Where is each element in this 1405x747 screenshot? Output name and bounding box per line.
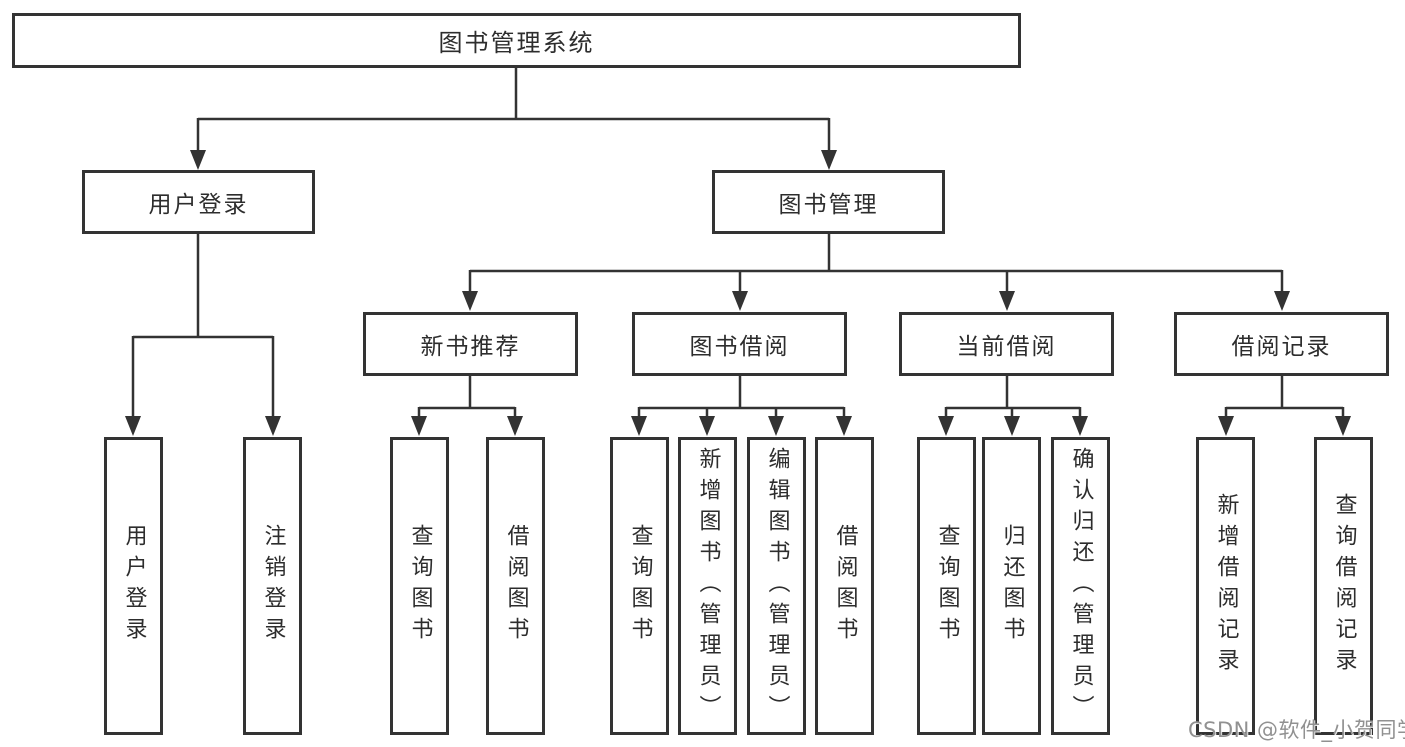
leaf-newbooks-borrow-books: 借阅图书 bbox=[486, 437, 545, 735]
leaf-borrowing-edit-books-admin: 编辑图书（管理员） bbox=[747, 437, 806, 735]
node-new-book-recommendation: 新书推荐 bbox=[363, 312, 578, 376]
node-label: 查询图书 bbox=[407, 524, 433, 648]
node-label: 用户登录 bbox=[148, 192, 249, 218]
leaf-records-query-record: 查询借阅记录 bbox=[1314, 437, 1373, 735]
leaf-current-confirm-return-admin: 确认归还（管理员） bbox=[1051, 437, 1110, 735]
leaf-newbooks-query-books: 查询图书 bbox=[390, 437, 449, 735]
node-label: 编辑图书（管理员） bbox=[764, 446, 790, 726]
node-label: 新书推荐 bbox=[420, 334, 521, 360]
node-label: 图书管理系统 bbox=[438, 29, 595, 57]
node-label: 用户登录 bbox=[121, 524, 147, 648]
node-label: 借阅图书 bbox=[832, 524, 858, 648]
node-label: 借阅记录 bbox=[1231, 334, 1332, 360]
node-label: 新增图书（管理员） bbox=[695, 446, 721, 726]
node-user-login: 用户登录 bbox=[82, 170, 315, 234]
node-label: 借阅图书 bbox=[503, 524, 529, 648]
node-label: 新增借阅记录 bbox=[1213, 493, 1239, 679]
leaf-borrowing-add-books-admin: 新增图书（管理员） bbox=[678, 437, 737, 735]
node-label: 图书管理 bbox=[778, 192, 879, 218]
node-current-borrowing: 当前借阅 bbox=[899, 312, 1114, 376]
node-label: 确认归还（管理员） bbox=[1068, 446, 1094, 726]
node-book-management-system: 图书管理系统 bbox=[12, 13, 1021, 68]
node-label: 查询图书 bbox=[934, 524, 960, 648]
csdn-watermark: CSDN @软件_小贺同学 bbox=[1188, 718, 1405, 742]
leaf-current-query-books: 查询图书 bbox=[917, 437, 976, 735]
leaf-logout: 注销登录 bbox=[243, 437, 302, 735]
leaf-borrowing-query-books: 查询图书 bbox=[610, 437, 669, 735]
node-label: 注销登录 bbox=[260, 524, 286, 648]
leaf-current-return-books: 归还图书 bbox=[982, 437, 1041, 735]
node-label: 查询图书 bbox=[627, 524, 653, 648]
node-label: 归还图书 bbox=[999, 524, 1025, 648]
node-book-management: 图书管理 bbox=[712, 170, 945, 234]
node-book-borrowing: 图书借阅 bbox=[632, 312, 847, 376]
node-label: 当前借阅 bbox=[956, 334, 1057, 360]
node-borrowing-records: 借阅记录 bbox=[1174, 312, 1389, 376]
leaf-user-login: 用户登录 bbox=[104, 437, 163, 735]
node-label: 图书借阅 bbox=[689, 334, 790, 360]
arrowheads bbox=[125, 150, 1351, 436]
leaf-records-add-record: 新增借阅记录 bbox=[1196, 437, 1255, 735]
leaf-borrowing-borrow-books: 借阅图书 bbox=[815, 437, 874, 735]
node-label: 查询借阅记录 bbox=[1331, 493, 1357, 679]
